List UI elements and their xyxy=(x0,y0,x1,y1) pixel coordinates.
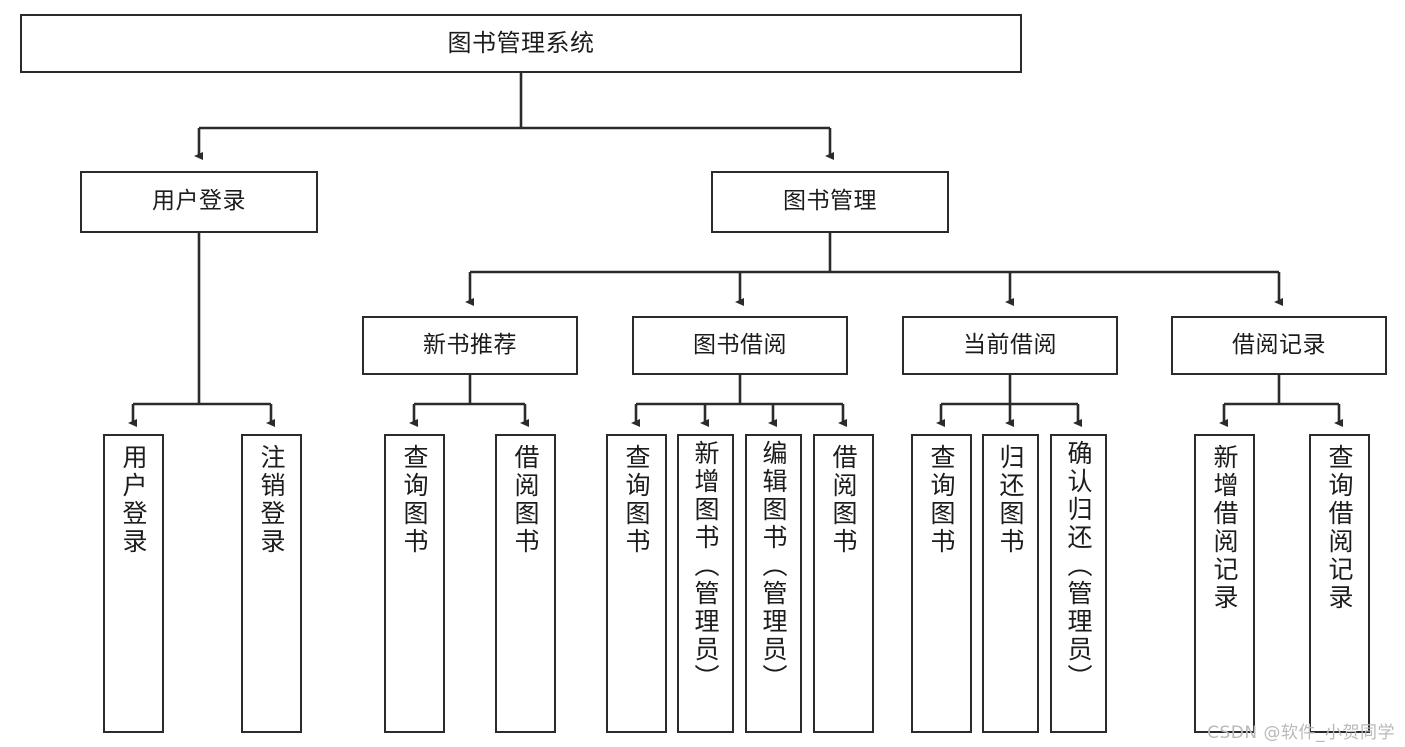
node-leaf-query-book-2-label: 查询图书 xyxy=(622,444,651,556)
node-leaf-add-book-label: 新增图书（管理员） xyxy=(691,440,720,692)
node-leaf-add-record[interactable]: 新增借阅记录 xyxy=(1194,434,1255,733)
node-root-label: 图书管理系统 xyxy=(447,29,595,58)
node-current-borrow-label: 当前借阅 xyxy=(963,331,1057,358)
node-leaf-query-book-3-label: 查询图书 xyxy=(927,444,956,556)
node-leaf-user-login-label: 用户登录 xyxy=(119,444,148,556)
node-leaf-logout-login[interactable]: 注销登录 xyxy=(241,434,302,733)
node-leaf-edit-book-label: 编辑图书（管理员） xyxy=(759,440,788,692)
node-user-login-label: 用户登录 xyxy=(152,188,246,215)
node-leaf-logout-login-label: 注销登录 xyxy=(257,444,286,556)
node-leaf-add-record-label: 新增借阅记录 xyxy=(1210,444,1239,612)
node-leaf-query-record-label: 查询借阅记录 xyxy=(1325,444,1354,612)
node-leaf-return-book-label: 归还图书 xyxy=(996,444,1025,556)
node-book-borrow[interactable]: 图书借阅 xyxy=(632,316,848,375)
node-user-login[interactable]: 用户登录 xyxy=(80,171,318,233)
node-borrow-record-label: 借阅记录 xyxy=(1232,331,1326,358)
node-leaf-query-book-1[interactable]: 查询图书 xyxy=(384,434,445,733)
node-leaf-add-book[interactable]: 新增图书（管理员） xyxy=(677,434,734,733)
node-borrow-record[interactable]: 借阅记录 xyxy=(1171,316,1387,375)
node-root[interactable]: 图书管理系统 xyxy=(20,14,1022,73)
node-leaf-return-book[interactable]: 归还图书 xyxy=(982,434,1039,733)
node-leaf-confirm-return-label: 确认归还（管理员） xyxy=(1064,440,1093,692)
node-leaf-user-login[interactable]: 用户登录 xyxy=(103,434,164,733)
node-leaf-edit-book[interactable]: 编辑图书（管理员） xyxy=(745,434,802,733)
node-leaf-borrow-book-2[interactable]: 借阅图书 xyxy=(813,434,874,733)
node-new-book-recommend-label: 新书推荐 xyxy=(423,331,517,358)
node-leaf-borrow-book-1[interactable]: 借阅图书 xyxy=(495,434,556,733)
node-book-manage[interactable]: 图书管理 xyxy=(711,171,949,233)
node-leaf-query-book-2[interactable]: 查询图书 xyxy=(606,434,667,733)
node-leaf-query-record[interactable]: 查询借阅记录 xyxy=(1309,434,1370,733)
node-new-book-recommend[interactable]: 新书推荐 xyxy=(362,316,578,375)
node-book-borrow-label: 图书借阅 xyxy=(693,331,787,358)
node-leaf-query-book-3[interactable]: 查询图书 xyxy=(911,434,972,733)
node-leaf-query-book-1-label: 查询图书 xyxy=(400,444,429,556)
node-leaf-borrow-book-2-label: 借阅图书 xyxy=(829,444,858,556)
node-book-manage-label: 图书管理 xyxy=(783,188,877,215)
node-leaf-confirm-return[interactable]: 确认归还（管理员） xyxy=(1050,434,1107,733)
node-leaf-borrow-book-1-label: 借阅图书 xyxy=(511,444,540,556)
node-current-borrow[interactable]: 当前借阅 xyxy=(902,316,1118,375)
csdn-watermark: CSDN @软件_小贺同学 xyxy=(1207,723,1395,743)
